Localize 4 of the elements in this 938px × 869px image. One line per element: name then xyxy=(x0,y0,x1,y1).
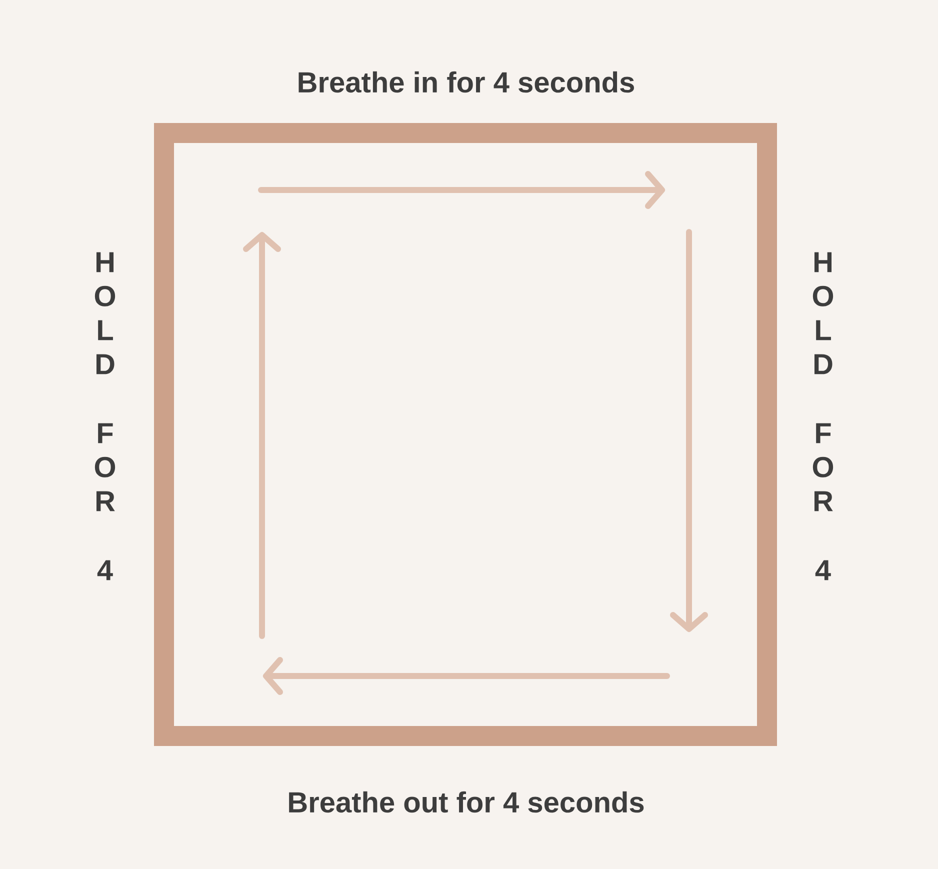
step-label: Breathe out for 4 seconds xyxy=(289,791,644,813)
step-label: Breathe in for 4 seconds xyxy=(298,71,634,93)
step-label: HOLD FOR 4 xyxy=(812,252,834,580)
step-label: HOLD FOR 4 xyxy=(94,252,116,580)
